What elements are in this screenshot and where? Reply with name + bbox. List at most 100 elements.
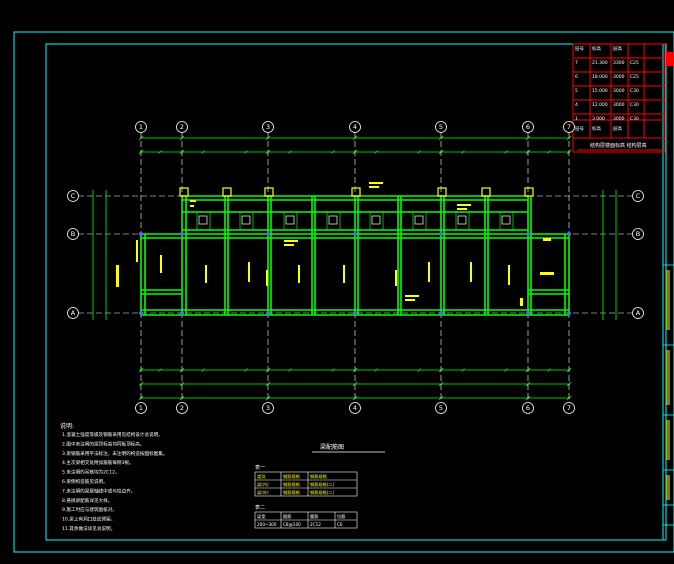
column-bubble-5-circle <box>435 121 447 133</box>
title-block-cell: 12.000 <box>592 102 608 108</box>
title-block-footer-cell: 层高 <box>613 125 622 132</box>
note-line: 2.图中未注明的梁顶标高均同板顶标高。 <box>62 440 144 447</box>
column-bubble-2-circle <box>176 121 188 133</box>
note-line: 6.梁侧构造筋见说明。 <box>62 478 108 485</box>
legend-table-1-cell: 钢筋规格(二) <box>310 489 335 496</box>
joints <box>139 232 571 315</box>
row-bubble-right-B-circle <box>632 228 644 240</box>
legend-table-2-value: 2C12 <box>310 522 321 527</box>
title-block-footer-cell: 标高 <box>592 125 601 132</box>
column-bubble-bottom-2-circle <box>176 402 188 414</box>
column-bubble-bottom-4-label: 4 <box>353 404 357 412</box>
note-line: 5.未注明的吊筋均为2C12。 <box>62 469 120 476</box>
legend-table-1-cell: 钢筋规格 <box>283 489 301 496</box>
column-bubble-bottom-2-label: 2 <box>180 404 184 412</box>
general-notes: 1.混凝土强度等级及钢筋采用见结构设计总说明。 2.图中未注明的梁顶标高均同板顶标… <box>62 431 167 532</box>
row-bubbles-left: C B A <box>67 190 79 319</box>
column-bubble-bottom-7-circle <box>563 402 575 414</box>
title-block-cell: 7 <box>575 60 578 66</box>
title-block-cell: 3000 <box>613 102 625 108</box>
title-block-header-cell: 标高 <box>592 45 601 52</box>
title-block-cell: 3000 <box>613 74 625 80</box>
secondary-beams <box>196 212 514 230</box>
row-bubbles-right: C B A <box>632 190 644 319</box>
row-bubble-C-circle <box>67 190 79 202</box>
legend-table-1-cell: 钢筋规格(二) <box>310 481 335 488</box>
title-block-cell: 4 <box>575 102 578 108</box>
column-bubble-7-circle <box>563 121 575 133</box>
column-bubble-bottom-1-circle <box>135 402 147 414</box>
beams <box>140 195 570 316</box>
notes-header: 说明: <box>60 422 74 430</box>
beam-annotations <box>116 182 554 306</box>
bay-marks <box>198 215 511 225</box>
row-bubble-right-B-label: B <box>636 230 640 238</box>
right-strip <box>663 264 674 526</box>
legend-table-1-cell: 钢筋规格 <box>283 481 301 488</box>
column-bubble-2-label: 2 <box>180 123 184 131</box>
legend-table-1 <box>254 471 358 497</box>
title-block-cell: 5 <box>575 88 578 94</box>
legend-table-2-value: C6 <box>337 522 343 527</box>
note-line: 4.主次梁相交处附加箍筋每侧3根。 <box>62 459 134 466</box>
legend-table-2-header: 腰筋 <box>310 513 318 520</box>
column-bubble-1-circle <box>135 121 147 133</box>
title-block-cell: C25 <box>630 60 639 66</box>
column-bubbles-bottom: 1 2 3 4 5 6 7 <box>135 402 575 414</box>
column-bubble-bottom-6-label: 6 <box>526 404 530 412</box>
column-bubble-7-label: 7 <box>567 123 571 131</box>
legend-table-2-header: 箍筋 <box>283 513 291 520</box>
title-block-header-cell: 层高 <box>613 45 622 52</box>
row-bubble-A-label: A <box>71 309 76 317</box>
note-line: 3.梁钢筋采用平法标注，未注明的构造按国标图集。 <box>62 450 167 457</box>
column-bubble-bottom-3-circle <box>262 402 274 414</box>
legend-table-1-cell: 钢筋规格 <box>310 473 328 480</box>
column-bubble-6-circle <box>522 121 534 133</box>
legend-table-2 <box>254 511 358 529</box>
note-line: 1.混凝土强度等级及钢筋采用见结构设计总说明。 <box>62 431 163 438</box>
title-block-cell: 3300 <box>613 60 625 66</box>
legend-table-2-value: C8@100 <box>283 522 301 527</box>
title-block-cell: 3000 <box>613 88 625 94</box>
row-bubble-right-A-label: A <box>636 309 641 317</box>
title-block-cell: C25 <box>630 74 639 80</box>
legend-table-1-cell: 类别 <box>257 473 265 480</box>
legend-table-1-cell: 梁(外) <box>257 489 269 496</box>
row-bubble-B-circle <box>67 228 79 240</box>
title-block-cell: C30 <box>630 116 639 122</box>
column-bubble-3-circle <box>262 121 274 133</box>
title-block-cell: 3.000 <box>592 116 605 122</box>
note-line: 10.梁上有洞口处应预留。 <box>62 516 115 523</box>
title-block-cell: C30 <box>630 88 639 94</box>
drawing-title: 梁配筋图 <box>320 443 344 451</box>
outer-frame <box>13 31 674 553</box>
column-bubble-5-label: 5 <box>439 123 443 131</box>
legend-table-1-cell: 梁(内) <box>257 481 269 488</box>
legend-table-2-value: 200~300 <box>257 522 277 527</box>
row-bubble-B-label: B <box>71 230 75 238</box>
legend-table-1-cell: 钢筋规格 <box>283 473 301 480</box>
row-bubble-right-A-circle <box>632 307 644 319</box>
title-block-caption: 结构层楼面标高 结构层高 <box>590 142 647 149</box>
title-block-cell: 18.000 <box>592 74 608 80</box>
column-bubble-bottom-1-label: 1 <box>139 404 143 412</box>
legend-table-1-label: 表一 <box>255 464 265 471</box>
column-bubble-1-label: 1 <box>139 123 143 131</box>
note-line: 9.施工时应与建筑图核对。 <box>62 506 117 513</box>
title-block-cell: 1 <box>575 116 578 122</box>
legend-table-2-label: 表二 <box>255 504 265 511</box>
column-bubble-4-circle <box>349 121 361 133</box>
column-bubble-bottom-3-label: 3 <box>266 404 270 412</box>
row-bubble-C-label: C <box>71 192 76 200</box>
column-bubble-bottom-7-label: 7 <box>567 404 571 412</box>
legend-table-2-header: 梁宽 <box>257 513 266 520</box>
note-line: 11.其余做法详见总说明。 <box>62 525 115 532</box>
row-bubble-right-C-label: C <box>636 192 641 200</box>
red-marker <box>666 52 674 66</box>
right-strip-text <box>666 270 670 500</box>
side-dimensions <box>92 190 617 320</box>
column-bubble-bottom-5-label: 5 <box>439 404 443 412</box>
row-bubble-right-C-circle <box>632 190 644 202</box>
column-bubble-bottom-4-circle <box>349 402 361 414</box>
